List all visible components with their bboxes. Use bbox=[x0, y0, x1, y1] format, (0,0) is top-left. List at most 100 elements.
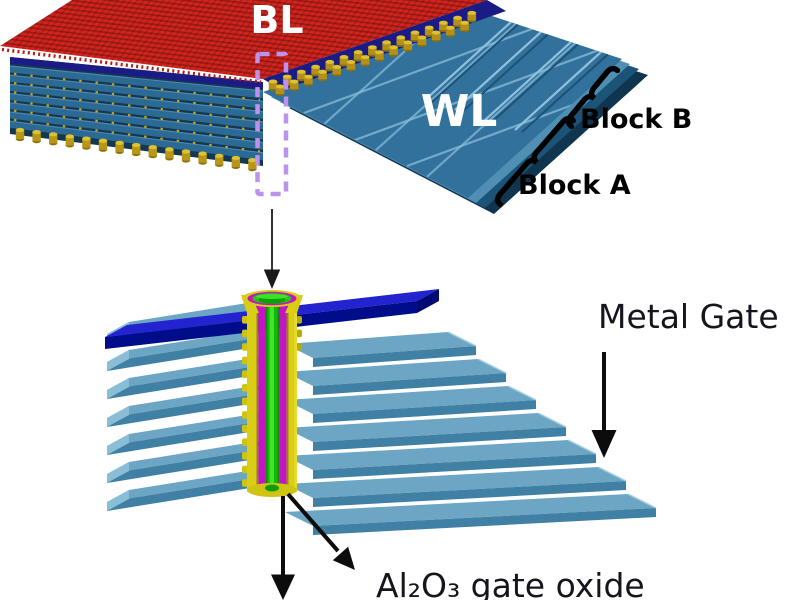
rib-bump-right bbox=[296, 329, 302, 338]
channel-arrow-down-icon bbox=[271, 496, 295, 600]
slab-left-end bbox=[107, 434, 129, 455]
wl-layer bbox=[10, 93, 263, 130]
via-pillar bbox=[15, 130, 25, 139]
metal-gate-label: Metal Gate bbox=[598, 297, 779, 336]
metal-gate-arrow-icon bbox=[591, 352, 617, 458]
staircase-step-top bbox=[285, 413, 566, 442]
wl-layer-edge bbox=[9, 83, 264, 113]
via-pillar bbox=[132, 142, 141, 148]
rib-bump-left bbox=[242, 343, 248, 351]
via-pillar bbox=[32, 132, 41, 142]
via-pillar bbox=[332, 64, 342, 69]
block-b-label: Block B bbox=[580, 104, 692, 135]
via-pillar bbox=[181, 149, 191, 154]
rib-bump-left bbox=[242, 329, 248, 338]
via-pillar bbox=[360, 57, 370, 65]
via-pillar bbox=[360, 55, 370, 60]
block-a-label: Block A bbox=[518, 170, 631, 201]
via-pillar bbox=[215, 155, 224, 165]
via-pillar bbox=[325, 61, 335, 70]
gate-oxide-left-wall bbox=[247, 303, 258, 492]
via-pillar bbox=[396, 35, 406, 40]
rib-bump-left bbox=[242, 452, 248, 460]
via-pillar bbox=[403, 42, 413, 50]
via-pillar bbox=[65, 134, 75, 139]
via-pillar bbox=[297, 71, 306, 80]
via-pillar bbox=[439, 20, 448, 25]
oxide-magenta-right bbox=[279, 303, 287, 492]
step-tip-edge bbox=[507, 385, 537, 401]
via-pillar bbox=[304, 76, 313, 85]
slab-left-end bbox=[107, 378, 129, 399]
unit-cell-detail-view: Metal Gate Al₂O₃ gate oxide bbox=[105, 289, 779, 600]
via-pillar bbox=[82, 138, 91, 148]
via-pillar bbox=[339, 55, 349, 59]
step-tip-edge bbox=[477, 358, 507, 374]
via-pillar bbox=[410, 30, 420, 35]
via-pillar bbox=[165, 149, 174, 159]
via-pillar bbox=[311, 66, 320, 75]
rib-bump-left bbox=[242, 316, 248, 324]
via-pillar bbox=[417, 35, 427, 40]
via-pillar bbox=[431, 30, 441, 35]
rib-bump-right bbox=[296, 343, 302, 351]
staircase-step-front bbox=[313, 508, 656, 535]
via-pillar bbox=[424, 27, 434, 36]
rib-bump-left bbox=[242, 438, 248, 446]
via-pillar bbox=[375, 52, 384, 60]
slab-front bbox=[107, 395, 250, 427]
via-pillar bbox=[198, 153, 207, 163]
via-pillar bbox=[424, 25, 434, 30]
via-pillar bbox=[403, 40, 413, 45]
wl-layer bbox=[10, 102, 263, 140]
staircase-step-top bbox=[285, 359, 506, 386]
zoom-region-dashed-box bbox=[255, 51, 289, 197]
wl-layer bbox=[10, 66, 263, 99]
slab-front bbox=[107, 479, 250, 511]
step-tip-edge bbox=[627, 493, 657, 509]
staircase-step-front bbox=[313, 373, 506, 395]
cup-highlight bbox=[256, 294, 288, 299]
slab-top bbox=[107, 327, 272, 362]
slab-front bbox=[107, 423, 250, 455]
rib-bump-left bbox=[242, 370, 248, 378]
slab-front bbox=[107, 339, 250, 371]
via-pillar bbox=[325, 59, 335, 64]
wl-layer-edge bbox=[9, 74, 264, 102]
via-pillar bbox=[82, 136, 91, 141]
staircase-step-front bbox=[313, 400, 536, 423]
bl-covered-stack bbox=[0, 0, 506, 172]
bl-comb-edge bbox=[1, 47, 262, 84]
via-pillar bbox=[439, 22, 448, 31]
rib-bump-left bbox=[242, 424, 248, 433]
navy-cap-layer bbox=[10, 57, 263, 89]
wl-staircase-plate bbox=[263, 12, 648, 214]
via-pillar bbox=[446, 27, 455, 36]
via-pillar bbox=[467, 12, 477, 21]
staircase-step-front bbox=[313, 454, 596, 479]
via-pillar bbox=[346, 60, 356, 64]
bl-label: BL bbox=[250, 0, 303, 42]
rib-bump-left bbox=[242, 397, 248, 406]
via-pillar bbox=[446, 25, 455, 30]
via-pillar bbox=[460, 20, 469, 25]
staircase-step-top bbox=[285, 332, 476, 358]
via-pillar bbox=[389, 47, 398, 55]
staircase-step-top bbox=[285, 467, 626, 498]
via-pillar bbox=[396, 37, 406, 45]
via-pillar bbox=[318, 71, 327, 80]
via-pillar bbox=[297, 69, 306, 74]
slab-left-end bbox=[107, 490, 129, 511]
via-pillar bbox=[275, 86, 285, 94]
via-pillar bbox=[98, 138, 108, 143]
via-pillar bbox=[115, 142, 124, 152]
via-pillar bbox=[289, 81, 299, 90]
channel-edge-dark bbox=[277, 303, 280, 492]
oxide-magenta-left bbox=[258, 303, 266, 492]
via-pillar bbox=[304, 74, 313, 79]
via-pillar bbox=[248, 160, 257, 170]
staircase-step-front bbox=[313, 427, 566, 451]
via-pillar bbox=[282, 74, 292, 79]
wl-layer bbox=[10, 75, 263, 109]
